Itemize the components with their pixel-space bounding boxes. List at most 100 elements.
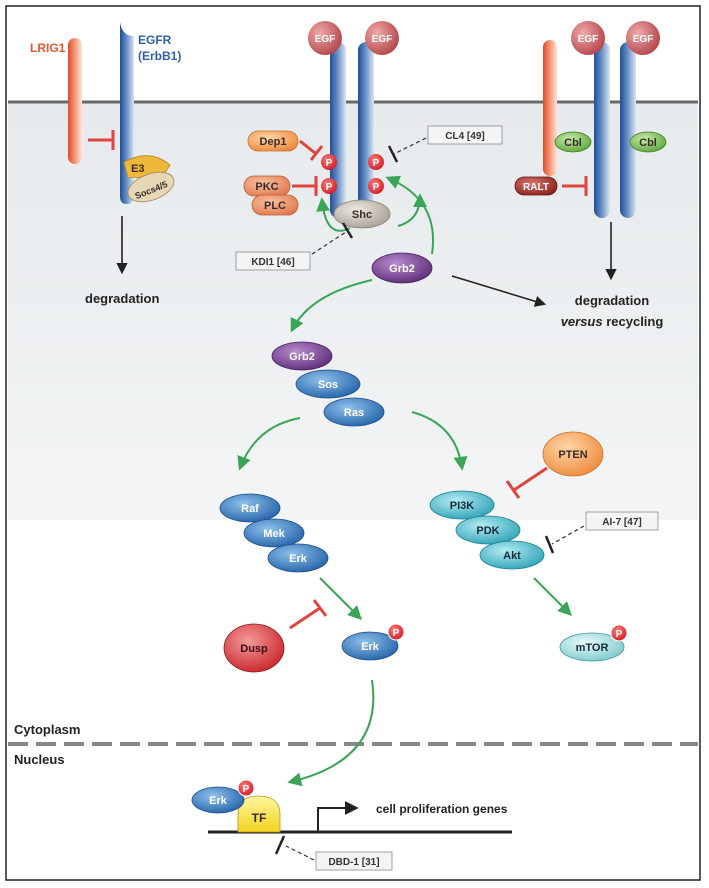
sos-label: Sos bbox=[318, 379, 338, 391]
lrig1-receptor bbox=[68, 38, 82, 164]
ras-node: Ras bbox=[323, 397, 385, 427]
degradation-label-right: degradation bbox=[575, 293, 649, 308]
grb2-top-node: Grb2 bbox=[371, 252, 433, 284]
pi3k-node: PI3K bbox=[429, 490, 495, 520]
akt-label: Akt bbox=[503, 550, 521, 562]
p-label: P bbox=[616, 629, 623, 640]
raf-node: Raf bbox=[219, 493, 281, 523]
dbd1-dashed-link bbox=[285, 845, 315, 861]
pten-inhibition-line bbox=[513, 466, 548, 492]
mek-node: Mek bbox=[243, 518, 305, 548]
dusp-inhibition-line bbox=[289, 606, 321, 630]
transcription-start-arrow bbox=[317, 801, 359, 832]
phospho-site-2: P bbox=[368, 154, 384, 170]
kdi1-label: KDI1 [46] bbox=[251, 257, 294, 268]
degradation-label-left: degradation bbox=[85, 291, 159, 306]
cbl-label: Cbl bbox=[639, 137, 657, 149]
egfr-receptor-center-a bbox=[330, 42, 346, 218]
pkc-label: PKC bbox=[255, 181, 278, 193]
e3-socs-complex: E3 Socs4/5 bbox=[123, 155, 175, 203]
p-label: P bbox=[326, 182, 333, 193]
lrig1-label: LRIG1 bbox=[30, 41, 66, 55]
dbd1-block-bar bbox=[274, 835, 286, 855]
dbd1-label: DBD-1 [31] bbox=[328, 857, 379, 868]
cbl-node-b: Cbl bbox=[629, 131, 667, 153]
erbb1-label: (ErbB1) bbox=[138, 49, 181, 63]
phospho-site-3: P bbox=[321, 178, 337, 194]
p-label: P bbox=[393, 628, 400, 639]
erk-phospho-node: Erk P bbox=[341, 623, 405, 661]
erk-node: Erk bbox=[267, 543, 329, 573]
p-label: P bbox=[373, 182, 380, 193]
egf-ligand-center-b: EGF bbox=[365, 21, 399, 55]
mek-label: Mek bbox=[263, 528, 285, 540]
kdi1-inhibitor-box: KDI1 [46] bbox=[235, 251, 311, 271]
ralt-node: RALT bbox=[514, 176, 558, 196]
raf-label: Raf bbox=[241, 503, 259, 515]
cl4-label: CL4 [49] bbox=[445, 131, 484, 142]
mtor-node: mTOR P bbox=[559, 624, 628, 662]
egf-ligand-right-a: EGF bbox=[571, 21, 605, 55]
shc-node: Shc bbox=[333, 199, 391, 229]
cell-proliferation-genes-label: cell proliferation genes bbox=[376, 802, 508, 816]
egfr-receptor-right-b bbox=[620, 42, 636, 218]
shc-label: Shc bbox=[352, 209, 372, 221]
grb2-to-degradation-arrow bbox=[451, 275, 547, 307]
figure-border bbox=[5, 5, 701, 881]
e3-label: E3 bbox=[131, 163, 144, 175]
mtor-label: mTOR bbox=[576, 642, 609, 654]
dep1-inhibition-line bbox=[299, 139, 316, 155]
akt-node: Akt bbox=[479, 540, 545, 570]
ai7-block-bar bbox=[544, 535, 555, 554]
nucleus-label: Nucleus bbox=[14, 752, 65, 767]
pten-label: PTEN bbox=[558, 449, 587, 461]
ras-to-pi3k-arrow bbox=[411, 411, 468, 471]
egf-ligand-center-a: EGF bbox=[308, 21, 342, 55]
ai7-dashed-link bbox=[551, 525, 585, 545]
ai7-inhibitor-box: AI-7 [47] bbox=[585, 511, 659, 531]
grb2-label: Grb2 bbox=[289, 351, 315, 363]
plc-node: PLC bbox=[251, 194, 299, 216]
erk-p-label: Erk bbox=[361, 641, 380, 653]
grb2-top-label: Grb2 bbox=[389, 263, 415, 275]
egf-label: EGF bbox=[633, 34, 654, 45]
erk-nuclear-node: Erk P bbox=[191, 779, 255, 814]
dusp-inhibition-bar bbox=[312, 599, 328, 617]
cbl-node-a: Cbl bbox=[554, 131, 592, 153]
pkc-node: PKC bbox=[243, 175, 291, 197]
pdk-node: PDK bbox=[455, 515, 521, 545]
egfr-receptor-right-a bbox=[594, 42, 610, 218]
dep1-label: Dep1 bbox=[260, 136, 287, 148]
p-label: P bbox=[373, 158, 380, 169]
cytoplasm-label: Cytoplasm bbox=[14, 722, 80, 737]
egf-label: EGF bbox=[372, 34, 393, 45]
egfr-receptor-left bbox=[120, 22, 134, 204]
ras-to-raf-arrow bbox=[237, 417, 301, 471]
ralt-label: RALT bbox=[523, 182, 549, 193]
egf-label: EGF bbox=[315, 34, 336, 45]
pi3k-label: PI3K bbox=[450, 500, 475, 512]
erk-nuclear-translocation-arrow bbox=[287, 679, 375, 787]
cl4-block-bar bbox=[387, 145, 399, 163]
erk-nuclear-label: Erk bbox=[209, 795, 228, 807]
grb2-to-phospho-arrow bbox=[385, 175, 434, 255]
ras-label: Ras bbox=[344, 407, 364, 419]
p-label: P bbox=[243, 784, 250, 795]
akt-to-mtor-arrow bbox=[533, 577, 572, 616]
cl4-inhibitor-box: CL4 [49] bbox=[427, 125, 503, 145]
recycling-word: recycling bbox=[603, 314, 664, 329]
pten-node: PTEN bbox=[542, 431, 604, 477]
tf-node: TF bbox=[237, 795, 281, 833]
ai7-label: AI-7 [47] bbox=[602, 517, 641, 528]
egfr-label: EGFR bbox=[138, 33, 172, 47]
cbl-label: Cbl bbox=[564, 137, 582, 149]
cl4-dashed-link bbox=[393, 137, 427, 155]
right-partner-receptor bbox=[543, 40, 557, 176]
erk-phosphorylation-arrow bbox=[319, 577, 362, 620]
pten-inhibition-bar bbox=[505, 480, 521, 499]
phospho-site-4: P bbox=[368, 178, 384, 194]
versus-recycling-label: versus recycling bbox=[561, 314, 664, 329]
versus-word: versus bbox=[561, 314, 603, 329]
p-label: P bbox=[326, 158, 333, 169]
